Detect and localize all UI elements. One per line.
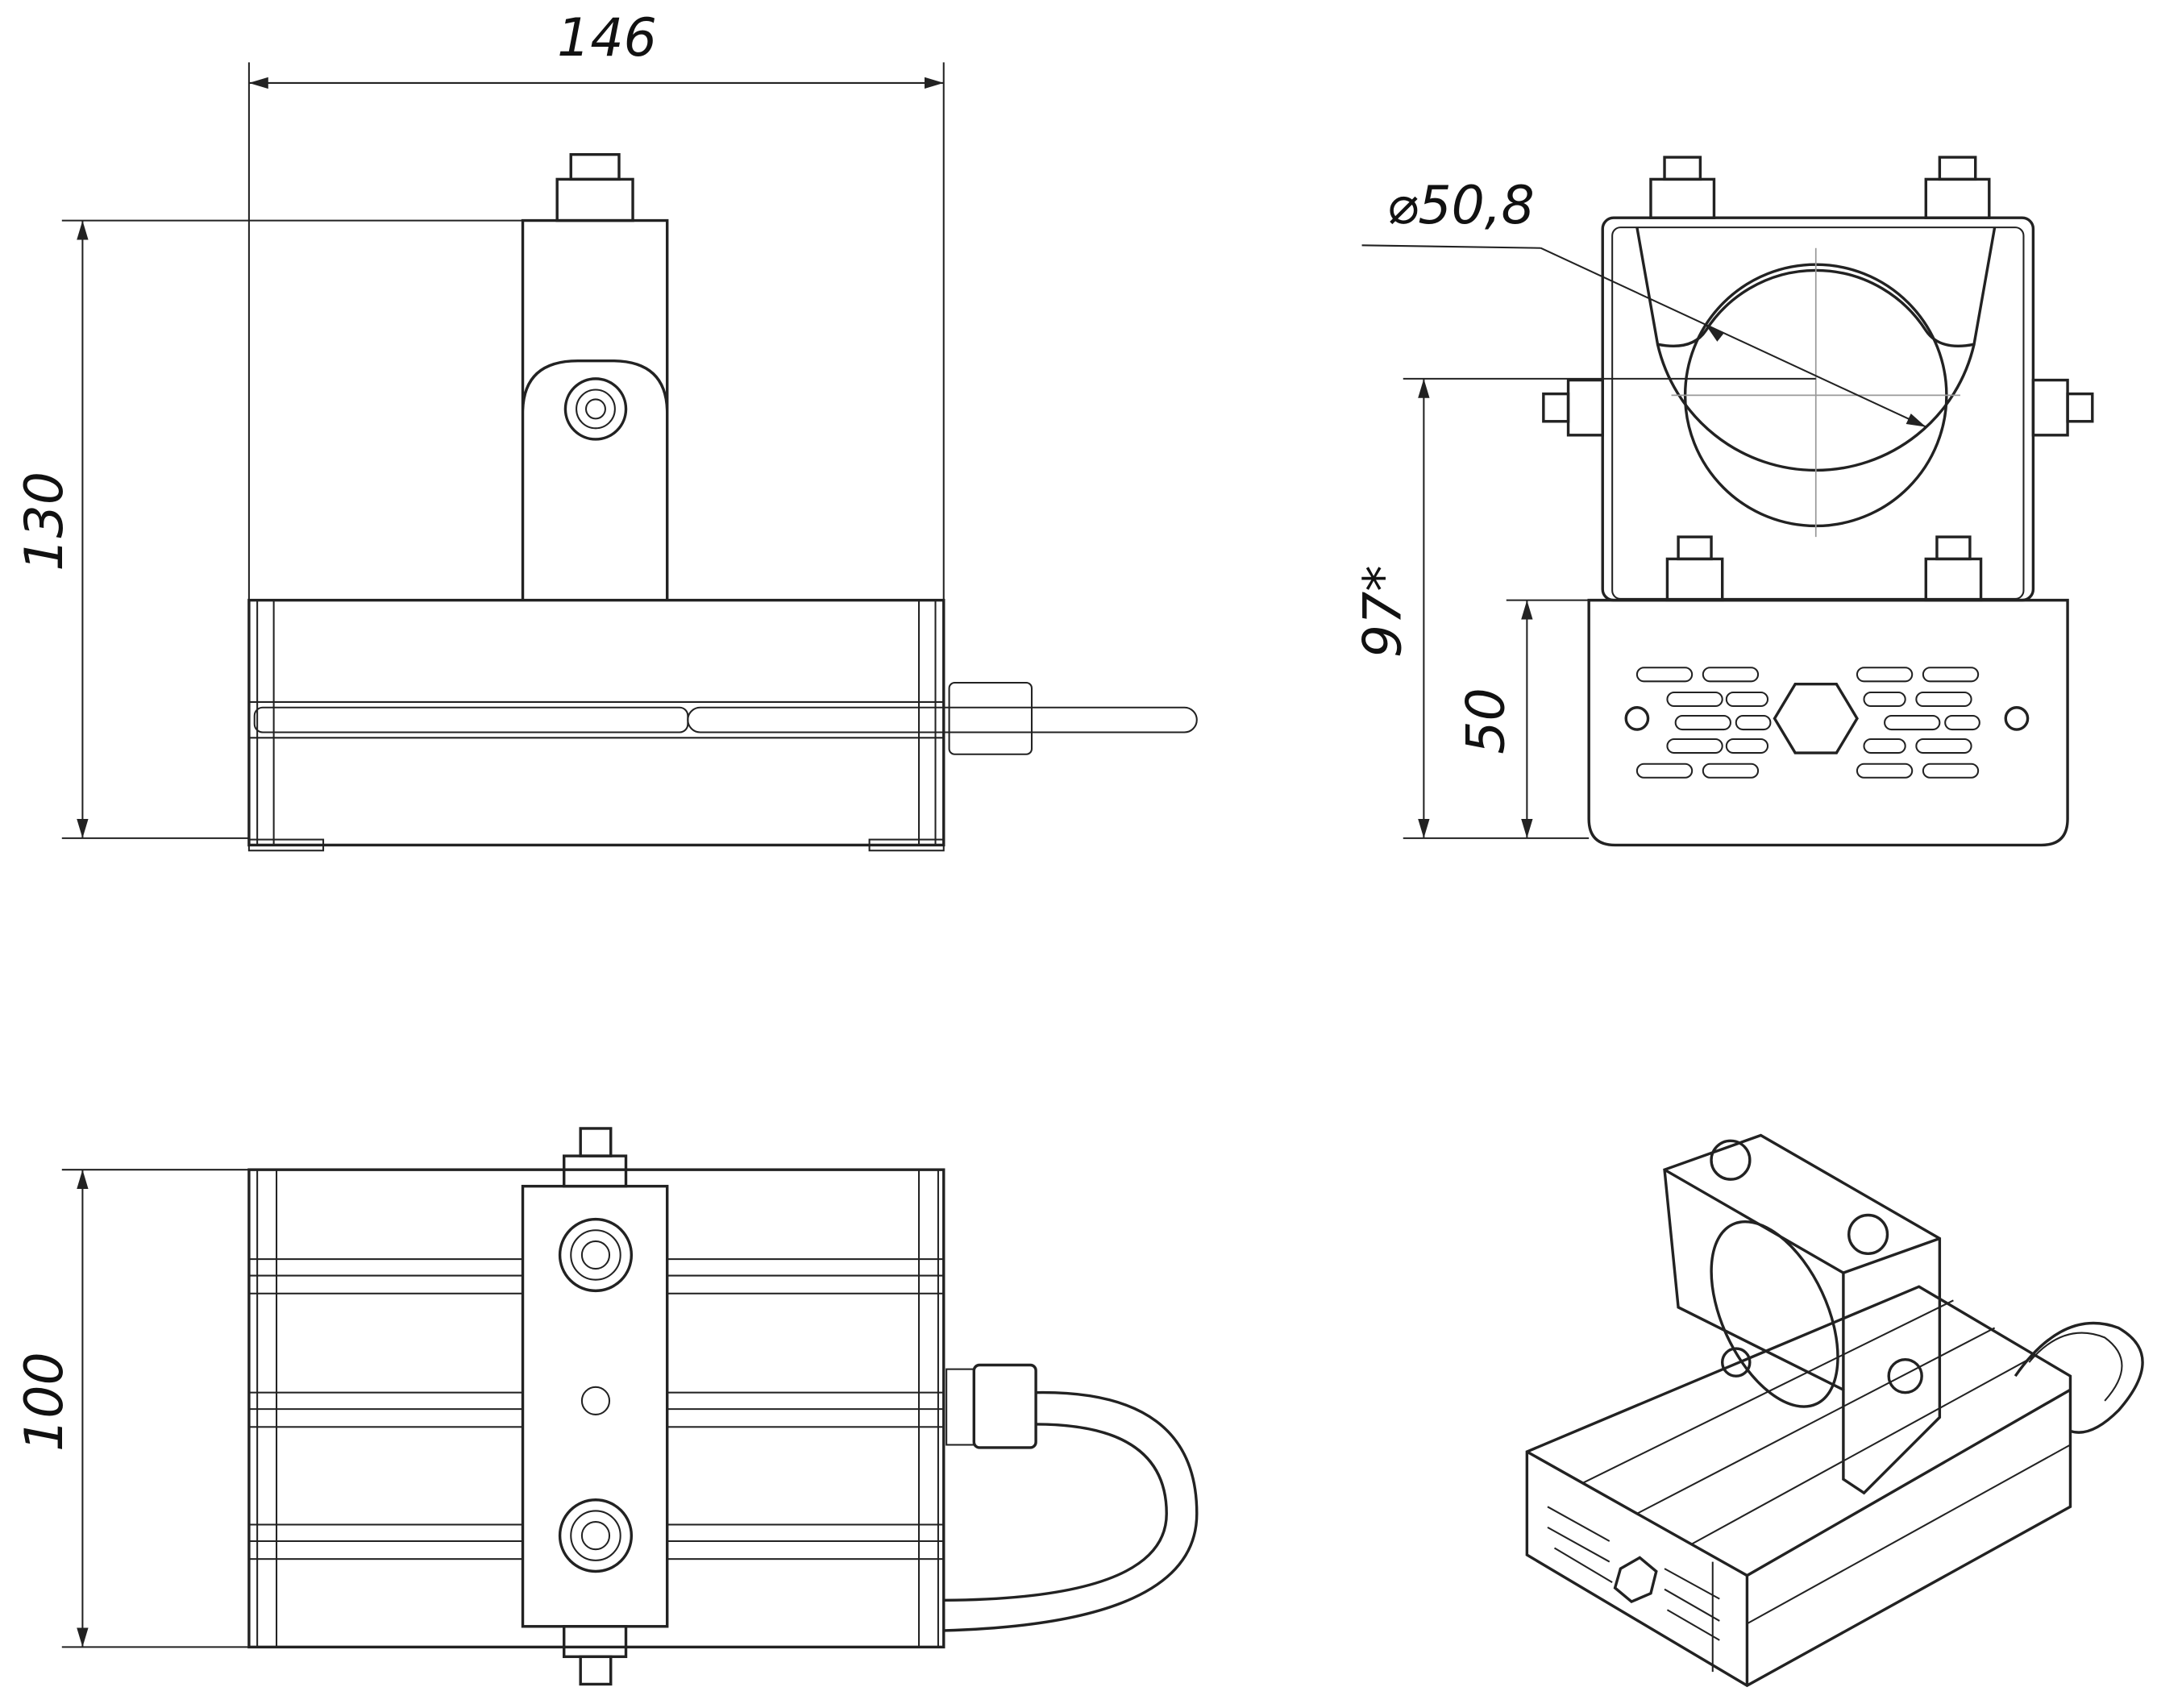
- top-view: 100: [15, 1127, 1199, 1686]
- isometric-view: [1525, 1133, 2144, 1688]
- front-view: 146 130: [15, 8, 1198, 852]
- dimension-height: 130: [15, 472, 75, 571]
- side-view: ⌀50,8 97* 50: [1353, 156, 2094, 847]
- dimension-body-height: 50: [1456, 688, 1516, 754]
- dimension-diameter: ⌀50,8: [1386, 176, 1534, 236]
- dimension-width: 146: [557, 8, 657, 69]
- dimension-total-height: 97*: [1353, 565, 1413, 658]
- dimension-depth: 100: [15, 1352, 75, 1452]
